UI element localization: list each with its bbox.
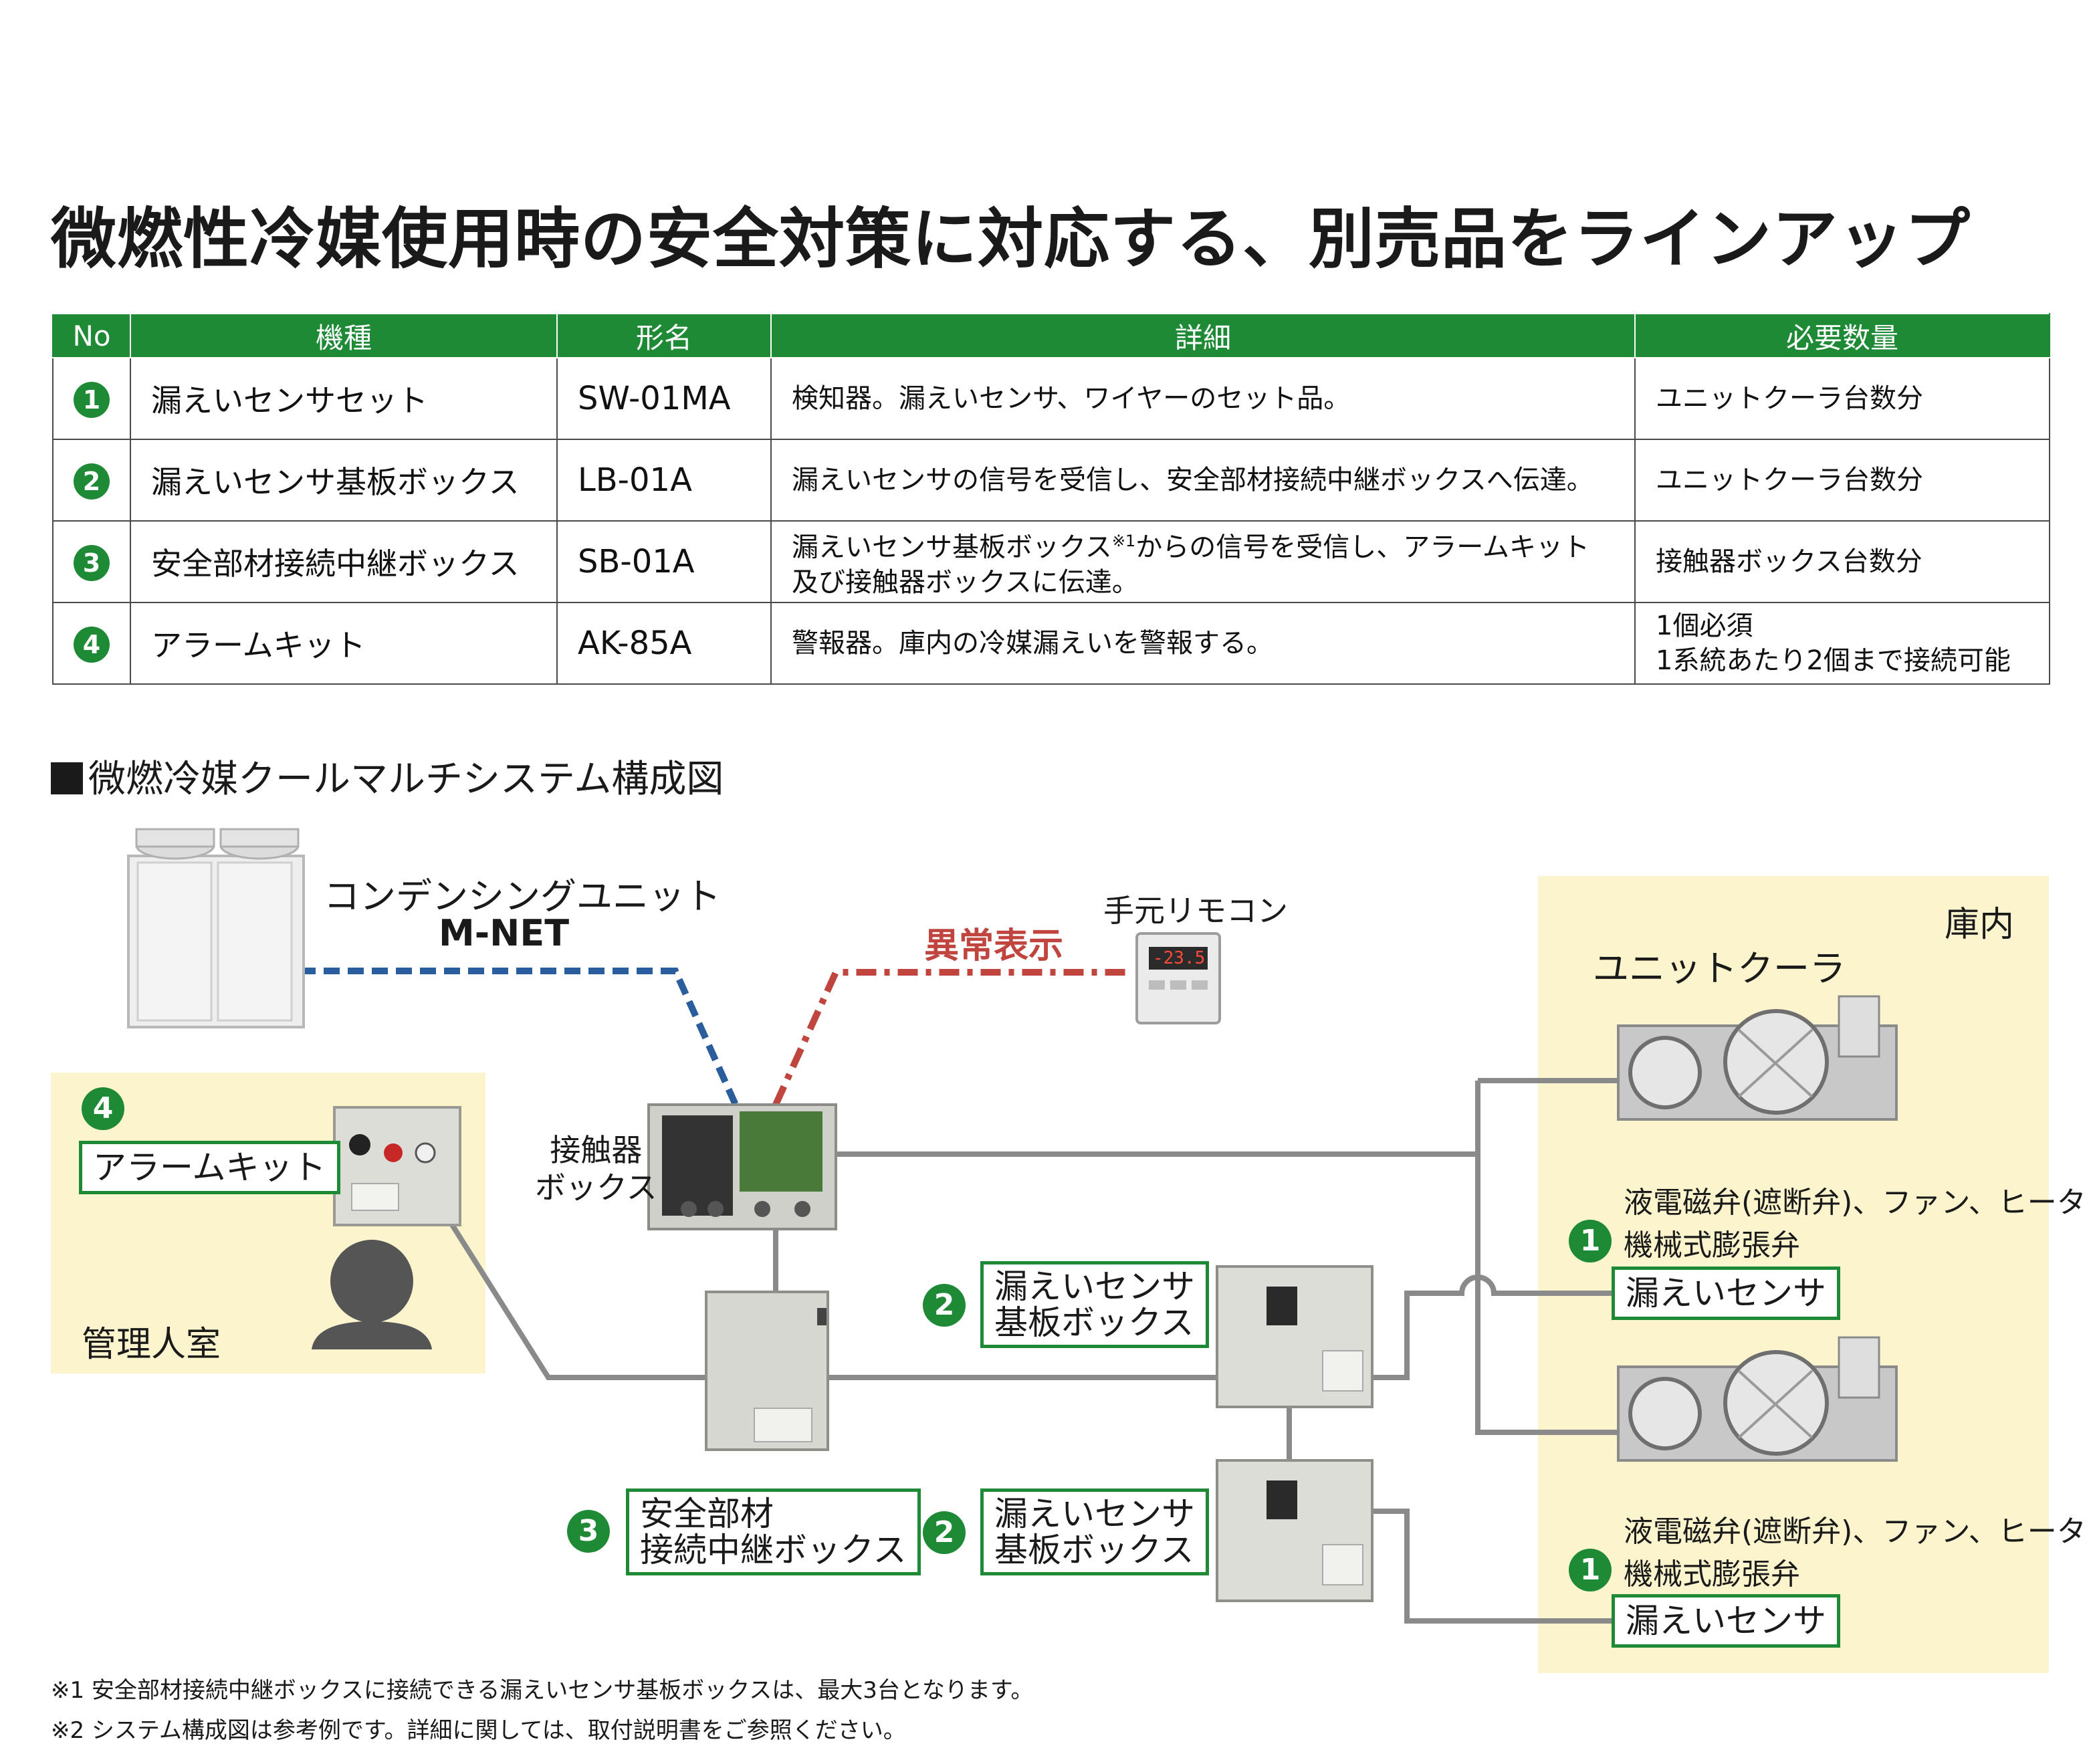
contactor-box-label-line: 接触器 (550, 1132, 643, 1168)
number-badge: 2 (74, 463, 110, 500)
row-type: アラームキット (130, 602, 558, 685)
condensing-unit-image (127, 828, 305, 1028)
mnet-line (300, 968, 739, 1107)
sensor-board-box-label-line: 基板ボックス (994, 1531, 1194, 1569)
col-header-type: 機種 (130, 313, 558, 358)
row-no: 4 (52, 602, 131, 685)
expansion-valve-label-2: 機械式膨張弁 (1624, 1557, 1800, 1591)
sensor-board-box-label-line: 漏えいセンサ (994, 1495, 1195, 1533)
condensing-unit-label: コンデンシングユニット (324, 875, 721, 917)
row-type: 漏えいセンサセット (130, 357, 558, 440)
table-row: 2 漏えいセンサ基板ボックス LB-01A 漏えいセンサの信号を受信し、安全部材… (52, 439, 2050, 522)
badge-2: 2 (923, 1511, 966, 1554)
col-header-qty: 必要数量 (1634, 313, 2050, 358)
valves-label-2: 液電磁弁(遮断弁)、ファン、ヒータ (1624, 1515, 2086, 1549)
row-qty: ユニットクーラ台数分 (1634, 439, 2050, 522)
footnote-1: ※1 安全部材接続中継ボックスに接続できる漏えいセンサ基板ボックスは、最大3台と… (51, 1677, 1034, 1704)
square-bullet-icon (51, 762, 83, 794)
expansion-valve-label-1: 機械式膨張弁 (1624, 1228, 1800, 1262)
mnet-label: M-NET (439, 912, 570, 954)
row-detail: 漏えいセンサの信号を受信し、安全部材接続中継ボックスへ伝達。 (770, 439, 1636, 522)
wire-board-to-sensor-2 (1372, 1509, 1612, 1624)
row-model: AK-85A (556, 602, 772, 685)
table-row: 4 アラームキット AK-85A 警報器。庫内の冷媒漏えいを警報する。 1個必須… (52, 602, 2050, 685)
contactor-box-image (647, 1103, 837, 1230)
detail-text: 漏えいセンサ基板ボックス (792, 532, 1112, 563)
col-header-no: No (52, 313, 131, 358)
number-badge: 3 (74, 544, 110, 581)
qty-text: 1個必須 (1656, 611, 1753, 641)
table-header-row: No 機種 形名 詳細 必要数量 (52, 313, 2050, 358)
footnote-mark: ※1 (1111, 532, 1136, 551)
row-qty: 接触器ボックス台数分 (1634, 520, 2050, 603)
col-header-detail: 詳細 (770, 313, 1636, 358)
table-row: 3 安全部材接続中継ボックス SB-01A 漏えいセンサ基板ボックス※1からの信… (52, 520, 2050, 603)
badge-3: 3 (567, 1510, 610, 1553)
row-type: 漏えいセンサ基板ボックス (130, 439, 558, 522)
unit-cooler-image-1 (1617, 995, 1898, 1121)
row-model: SW-01MA (556, 357, 772, 440)
alarm-kit-label: アラームキット (79, 1141, 340, 1194)
table-row: 1 漏えいセンサセット SW-01MA 検知器。漏えいセンサ、ワイヤーのセット品… (52, 357, 2050, 440)
relay-box-label-line: 接続中継ボックス (640, 1531, 907, 1569)
row-no: 1 (52, 357, 131, 440)
badge-1: 1 (1569, 1549, 1612, 1591)
relay-box-image (705, 1291, 829, 1451)
abnormal-display-label: 異常表示 (924, 926, 1064, 966)
detail-text: 及び接触器ボックスに伝達。 (792, 566, 1139, 598)
row-detail: 検知器。漏えいセンサ、ワイヤーのセット品。 (770, 357, 1636, 440)
remote-controller-label: 手元リモコン (1103, 893, 1288, 929)
section-heading: 微燃冷媒クールマルチシステム構成図 (51, 749, 724, 803)
relay-box-label: 安全部材 接続中継ボックス (626, 1489, 921, 1575)
row-no: 3 (52, 520, 131, 603)
row-detail: 警報器。庫内の冷媒漏えいを警報する。 (770, 602, 1636, 685)
row-model: SB-01A (556, 520, 772, 603)
col-header-model: 形名 (556, 313, 772, 358)
wire-cooler-bus (1475, 1081, 1625, 1435)
footnote-2: ※2 システム構成図は参考例です。詳細に関しては、取付説明書をご参照ください。 (51, 1717, 906, 1744)
row-type: 安全部材接続中継ボックス (130, 520, 558, 603)
badge-4: 4 (82, 1087, 124, 1130)
row-qty: ユニットクーラ台数分 (1634, 357, 2050, 440)
row-qty: 1個必須 1系統あたり2個まで接続可能 (1634, 602, 2050, 685)
valves-label-1: 液電磁弁(遮断弁)、ファン、ヒータ (1624, 1186, 2086, 1220)
badge-1: 1 (1569, 1220, 1612, 1262)
detail-text: からの信号を受信し、アラームキット (1135, 532, 1590, 563)
section-heading-text: 微燃冷媒クールマルチシステム構成図 (88, 758, 724, 801)
remote-controller-image (1135, 932, 1221, 1024)
sensor-board-box-label-line: 基板ボックス (994, 1303, 1194, 1342)
row-model: LB-01A (556, 439, 772, 522)
leak-sensor-label-2: 漏えいセンサ (1612, 1594, 1840, 1648)
wire-board-to-sensor-1 (1372, 1275, 1612, 1380)
contactor-box-label: 接触器 ボックス (535, 1131, 657, 1206)
contactor-box-label-line: ボックス (535, 1170, 657, 1206)
sensor-board-box-label-2: 漏えいセンサ 基板ボックス (980, 1489, 1209, 1575)
konai-label: 庫内 (1945, 905, 2015, 945)
sensor-board-box-label-line: 漏えいセンサ (994, 1267, 1195, 1306)
wire-alarm-to-relay (445, 1216, 706, 1380)
person-icon (312, 1240, 432, 1349)
unit-cooler-image-2 (1617, 1336, 1898, 1462)
relay-box-label-line: 安全部材 (640, 1495, 774, 1533)
sensor-board-box-image-2 (1216, 1459, 1373, 1602)
sensor-board-box-label-1: 漏えいセンサ 基板ボックス (980, 1261, 1209, 1348)
number-badge: 4 (74, 626, 110, 663)
remote-display-readout: -23.5 (1153, 948, 1206, 968)
unit-cooler-label: ユニットクーラ (1593, 948, 1846, 990)
headline: 微燃性冷媒使用時の安全対策に対応する、別売品をラインアップ (51, 201, 1971, 278)
row-no: 2 (52, 439, 131, 522)
abnormal-display-line (772, 969, 1130, 1107)
wiring (445, 1078, 1625, 1624)
number-badge: 1 (74, 381, 110, 418)
badge-2: 2 (923, 1284, 966, 1327)
lineup-table: No 機種 形名 詳細 必要数量 1 漏えいセンサセット SW-01MA 検知器… (52, 313, 2050, 685)
alarm-kit-image (333, 1106, 461, 1226)
sensor-board-box-image-1 (1216, 1265, 1373, 1408)
row-detail: 漏えいセンサ基板ボックス※1からの信号を受信し、アラームキット 及び接触器ボック… (770, 520, 1636, 603)
qty-text: 1系統あたり2個まで接続可能 (1656, 645, 2011, 676)
leak-sensor-label-1: 漏えいセンサ (1612, 1266, 1840, 1320)
manager-room-label: 管理人室 (82, 1325, 221, 1365)
